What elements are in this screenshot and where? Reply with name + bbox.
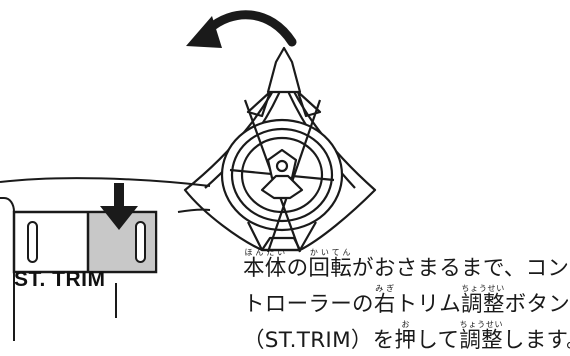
instruction-text-segment: トローラーの: [243, 292, 374, 317]
instruction-text-segment: ボタン: [504, 292, 570, 317]
instruction-line-1: 本体ほんたいの回転かいてんがおさまるまで、コン: [243, 248, 569, 284]
furigana: みぎ: [373, 284, 396, 293]
furigana: ちょうせい: [461, 284, 505, 293]
furigana: かいてん: [308, 248, 353, 257]
diagram-illustration: [0, 10, 377, 341]
ruby-word: 右みぎ: [373, 284, 396, 317]
instruction-text-segment: トリム: [395, 292, 462, 317]
instruction-text-segment: の: [286, 256, 309, 281]
instruction-text-segment: がおさまるまで、コン: [352, 256, 570, 281]
st-trim-switch: [12, 210, 158, 274]
press-down-arrow-icon: [100, 183, 138, 230]
instruction-line-3: （ST.TRIM）を押おして調整ちょうせいします。: [243, 320, 570, 356]
ruby-word: 本体ほんたい: [243, 248, 287, 281]
ruby-word: 調整ちょうせい: [461, 284, 505, 317]
toy-body-illustration: [183, 46, 377, 253]
instruction-text: 本体ほんたいの回転かいてんがおさまるまで、コン トローラーの右みぎトリム調整ちょ…: [243, 248, 570, 356]
ruby-word: 回転かいてん: [308, 248, 353, 281]
rotation-arrow-icon: [186, 10, 297, 48]
instruction-line-2: トローラーの右みぎトリム調整ちょうせいボタン: [243, 284, 570, 320]
furigana: ほんたい: [243, 248, 287, 257]
furigana: ちょうせい: [459, 320, 503, 329]
st-trim-label: ST. TRIM: [14, 268, 106, 291]
furigana: お: [394, 320, 417, 329]
